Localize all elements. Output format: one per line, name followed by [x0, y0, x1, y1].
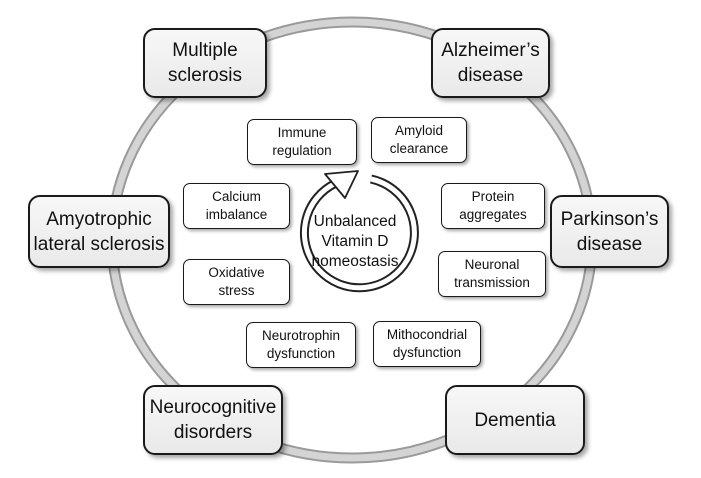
disease-label: Parkinson’s disease: [560, 208, 659, 255]
mechanism-label: Oxidative stress: [208, 265, 265, 298]
disease-alzheimers: Alzheimer’s disease: [431, 28, 550, 98]
mechanism-mitochondrial-dysfunction: Mithocondrial dysfunction: [373, 321, 481, 367]
mechanism-label: Mithocondrial dysfunction: [386, 327, 468, 360]
mechanism-protein-aggregates: Protein aggregates: [441, 183, 545, 229]
disease-als: Amyotrophic lateral sclerosis: [28, 195, 170, 268]
disease-label: Multiple sclerosis: [168, 40, 242, 86]
disease-label: Amyotrophic lateral sclerosis: [33, 208, 165, 255]
mechanism-label: Neurotrophin dysfunction: [261, 328, 341, 361]
mechanism-label: Protein aggregates: [459, 189, 527, 222]
disease-parkinsons: Parkinson’s disease: [550, 195, 669, 268]
disease-dementia: Dementia: [445, 385, 585, 455]
disease-neurocognitive: Neurocognitive disorders: [143, 385, 283, 455]
disease-label: Neurocognitive disorders: [149, 397, 277, 443]
mechanism-immune-regulation: Immune regulation: [247, 119, 357, 165]
mechanism-oxidative-stress: Oxidative stress: [183, 259, 290, 305]
mechanism-neurotrophin-dysfunction: Neurotrophin dysfunction: [246, 322, 356, 368]
mechanism-label: Immune regulation: [272, 125, 332, 158]
mechanism-label: Neuronal transmission: [454, 257, 530, 290]
mechanism-label: Amyloid clearance: [389, 123, 449, 156]
mechanism-calcium-imbalance: Calcium imbalance: [183, 183, 290, 229]
mechanism-label: Calcium imbalance: [205, 189, 268, 222]
mechanism-neuronal-transmission: Neuronal transmission: [438, 251, 546, 297]
circular-arrow-icon: [299, 170, 419, 293]
center-label: Unbalanced Vitamin D homeostasis: [311, 213, 399, 270]
disease-label: Alzheimer’s disease: [441, 40, 540, 86]
disease-multiple-sclerosis: Multiple sclerosis: [143, 28, 267, 98]
mechanism-amyloid-clearance: Amyloid clearance: [371, 117, 467, 163]
disease-label: Dementia: [474, 409, 556, 431]
